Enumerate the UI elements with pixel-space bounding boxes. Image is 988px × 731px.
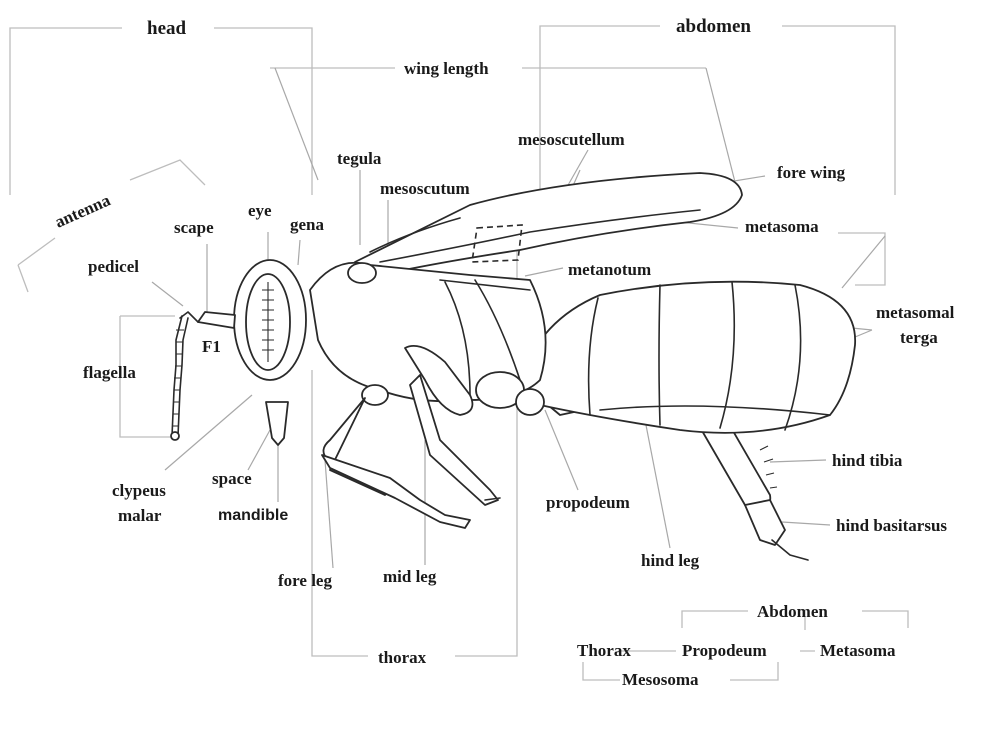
- label-fore-leg: fore leg: [278, 571, 332, 590]
- label-wing-length: wing length: [404, 59, 489, 78]
- label-scape: scape: [174, 218, 214, 237]
- fore-leg-leader: [325, 460, 333, 568]
- label-antenna: antenna: [52, 190, 114, 231]
- label-thorax: thorax: [378, 648, 427, 667]
- metanotum-leader: [525, 268, 563, 276]
- label-abdomen: abdomen: [676, 16, 751, 37]
- label-malar: malar: [118, 506, 162, 525]
- label-terga: terga: [900, 328, 938, 347]
- label-mandible: mandible: [218, 507, 288, 524]
- flagellum-inner: [178, 318, 188, 436]
- metasoma-bracket: [838, 233, 885, 285]
- hind-trochanter: [516, 389, 544, 415]
- legend-propodeum: Propodeum: [682, 641, 767, 660]
- label-metasomal: metasomal: [876, 303, 955, 322]
- metasoma-leader: [842, 236, 885, 288]
- gena-leader: [298, 240, 300, 265]
- hind-tibia-leader: [770, 460, 826, 462]
- label-metasoma: metasoma: [745, 217, 819, 236]
- hind-basitarsus-leader: [782, 522, 830, 525]
- legend-mesosoma: Mesosoma: [622, 670, 699, 689]
- label-pedicel: pedicel: [88, 257, 139, 276]
- label-space: space: [212, 469, 252, 488]
- label-propodeum: propodeum: [546, 493, 630, 512]
- label-hind-leg: hind leg: [641, 551, 700, 570]
- label-mid-leg: mid leg: [383, 567, 437, 586]
- legend-metasoma: Metasoma: [820, 641, 896, 660]
- scape: [198, 312, 235, 328]
- pedicel-leader: [152, 282, 183, 306]
- label-fore-wing: fore wing: [777, 163, 846, 182]
- label-mesoscutellum: mesoscutellum: [518, 130, 625, 149]
- head-bracket: [10, 28, 312, 195]
- label-metanotum: metanotum: [568, 260, 651, 279]
- label-flagella: flagella: [83, 363, 136, 382]
- label-tegula: tegula: [337, 149, 382, 168]
- metasoma: [520, 282, 855, 433]
- fore-coxa: [362, 385, 388, 405]
- label-hind-basitarsus: hind basitarsus: [836, 516, 947, 535]
- tegula: [348, 263, 376, 283]
- antenna-tip: [171, 432, 179, 440]
- pedicel: [180, 312, 198, 322]
- space-leader: [248, 430, 270, 470]
- label-hind-tibia: hind tibia: [832, 451, 903, 470]
- label-clypeus: clypeus: [112, 481, 166, 500]
- hind-leg-leader: [645, 420, 670, 548]
- mandible: [266, 402, 288, 445]
- label-eye: eye: [248, 201, 272, 220]
- propodeum-leader: [545, 410, 578, 490]
- legend-thorax: Thorax: [577, 641, 631, 660]
- hind-basitarsus: [745, 500, 785, 545]
- label-f1: F1: [202, 337, 221, 356]
- label-gena: gena: [290, 215, 325, 234]
- legend-abdomen: Abdomen: [757, 602, 828, 621]
- label-head: head: [147, 18, 187, 39]
- label-mesoscutum: mesoscutum: [380, 179, 470, 198]
- wing-length-leader-right: [706, 68, 735, 182]
